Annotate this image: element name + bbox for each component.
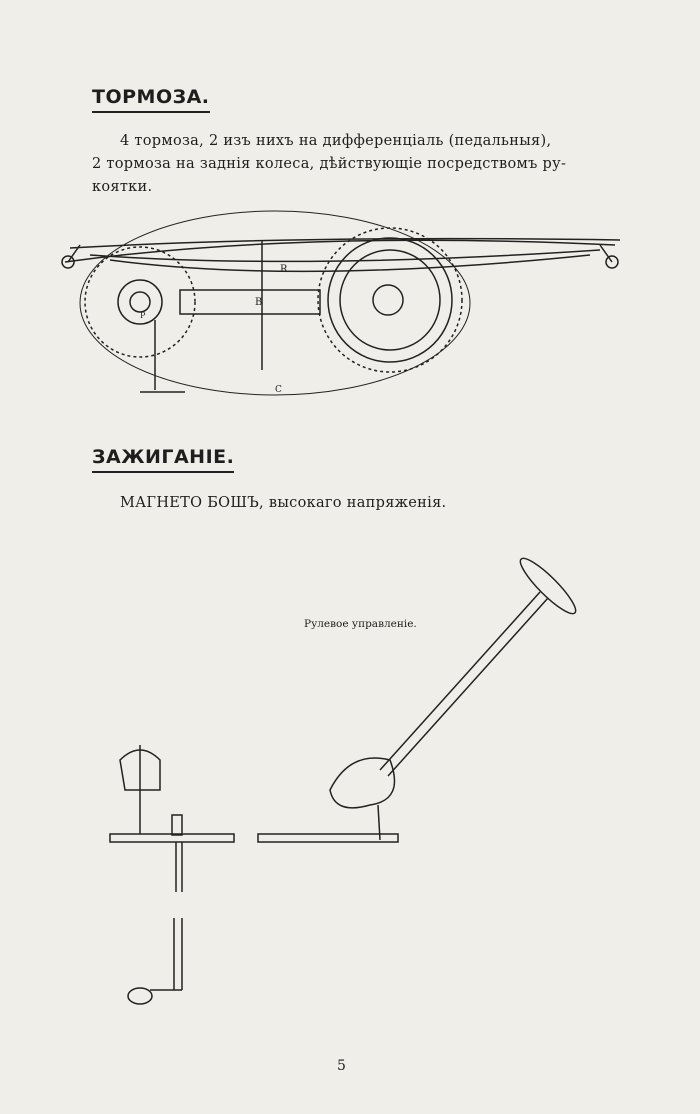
- diagram-label-b: B: [255, 297, 262, 308]
- section-heading-brakes: ТОРМОЗА.: [92, 86, 210, 113]
- section-heading-ignition: ЗАЖИГАНІЕ.: [92, 446, 235, 473]
- page-number: 5: [337, 1058, 346, 1074]
- brake-diagram: R B P C: [61, 210, 621, 396]
- brakes-paragraph: 4 тормоза, 2 изъ нихъ на дифференціаль (…: [92, 130, 612, 199]
- text-line: 2 тормоза на заднія колеса, дѣйствующіе …: [92, 156, 567, 172]
- steering-caption: Рулевое управленіе.: [304, 618, 417, 630]
- diagram-label-c: C: [275, 385, 282, 395]
- diagram-label-p: P: [140, 311, 146, 320]
- text-line: 4 тормоза, 2 изъ нихъ на дифференціаль (…: [120, 133, 552, 149]
- diagram-label-r: R: [280, 264, 288, 275]
- text-line: МАГНЕТО БОШЪ, высокаго напряженія.: [120, 495, 447, 511]
- steering-diagram: [109, 557, 577, 1005]
- ignition-paragraph: МАГНЕТО БОШЪ, высокаго напряженія.: [120, 492, 446, 515]
- text-line: коятки.: [92, 179, 153, 195]
